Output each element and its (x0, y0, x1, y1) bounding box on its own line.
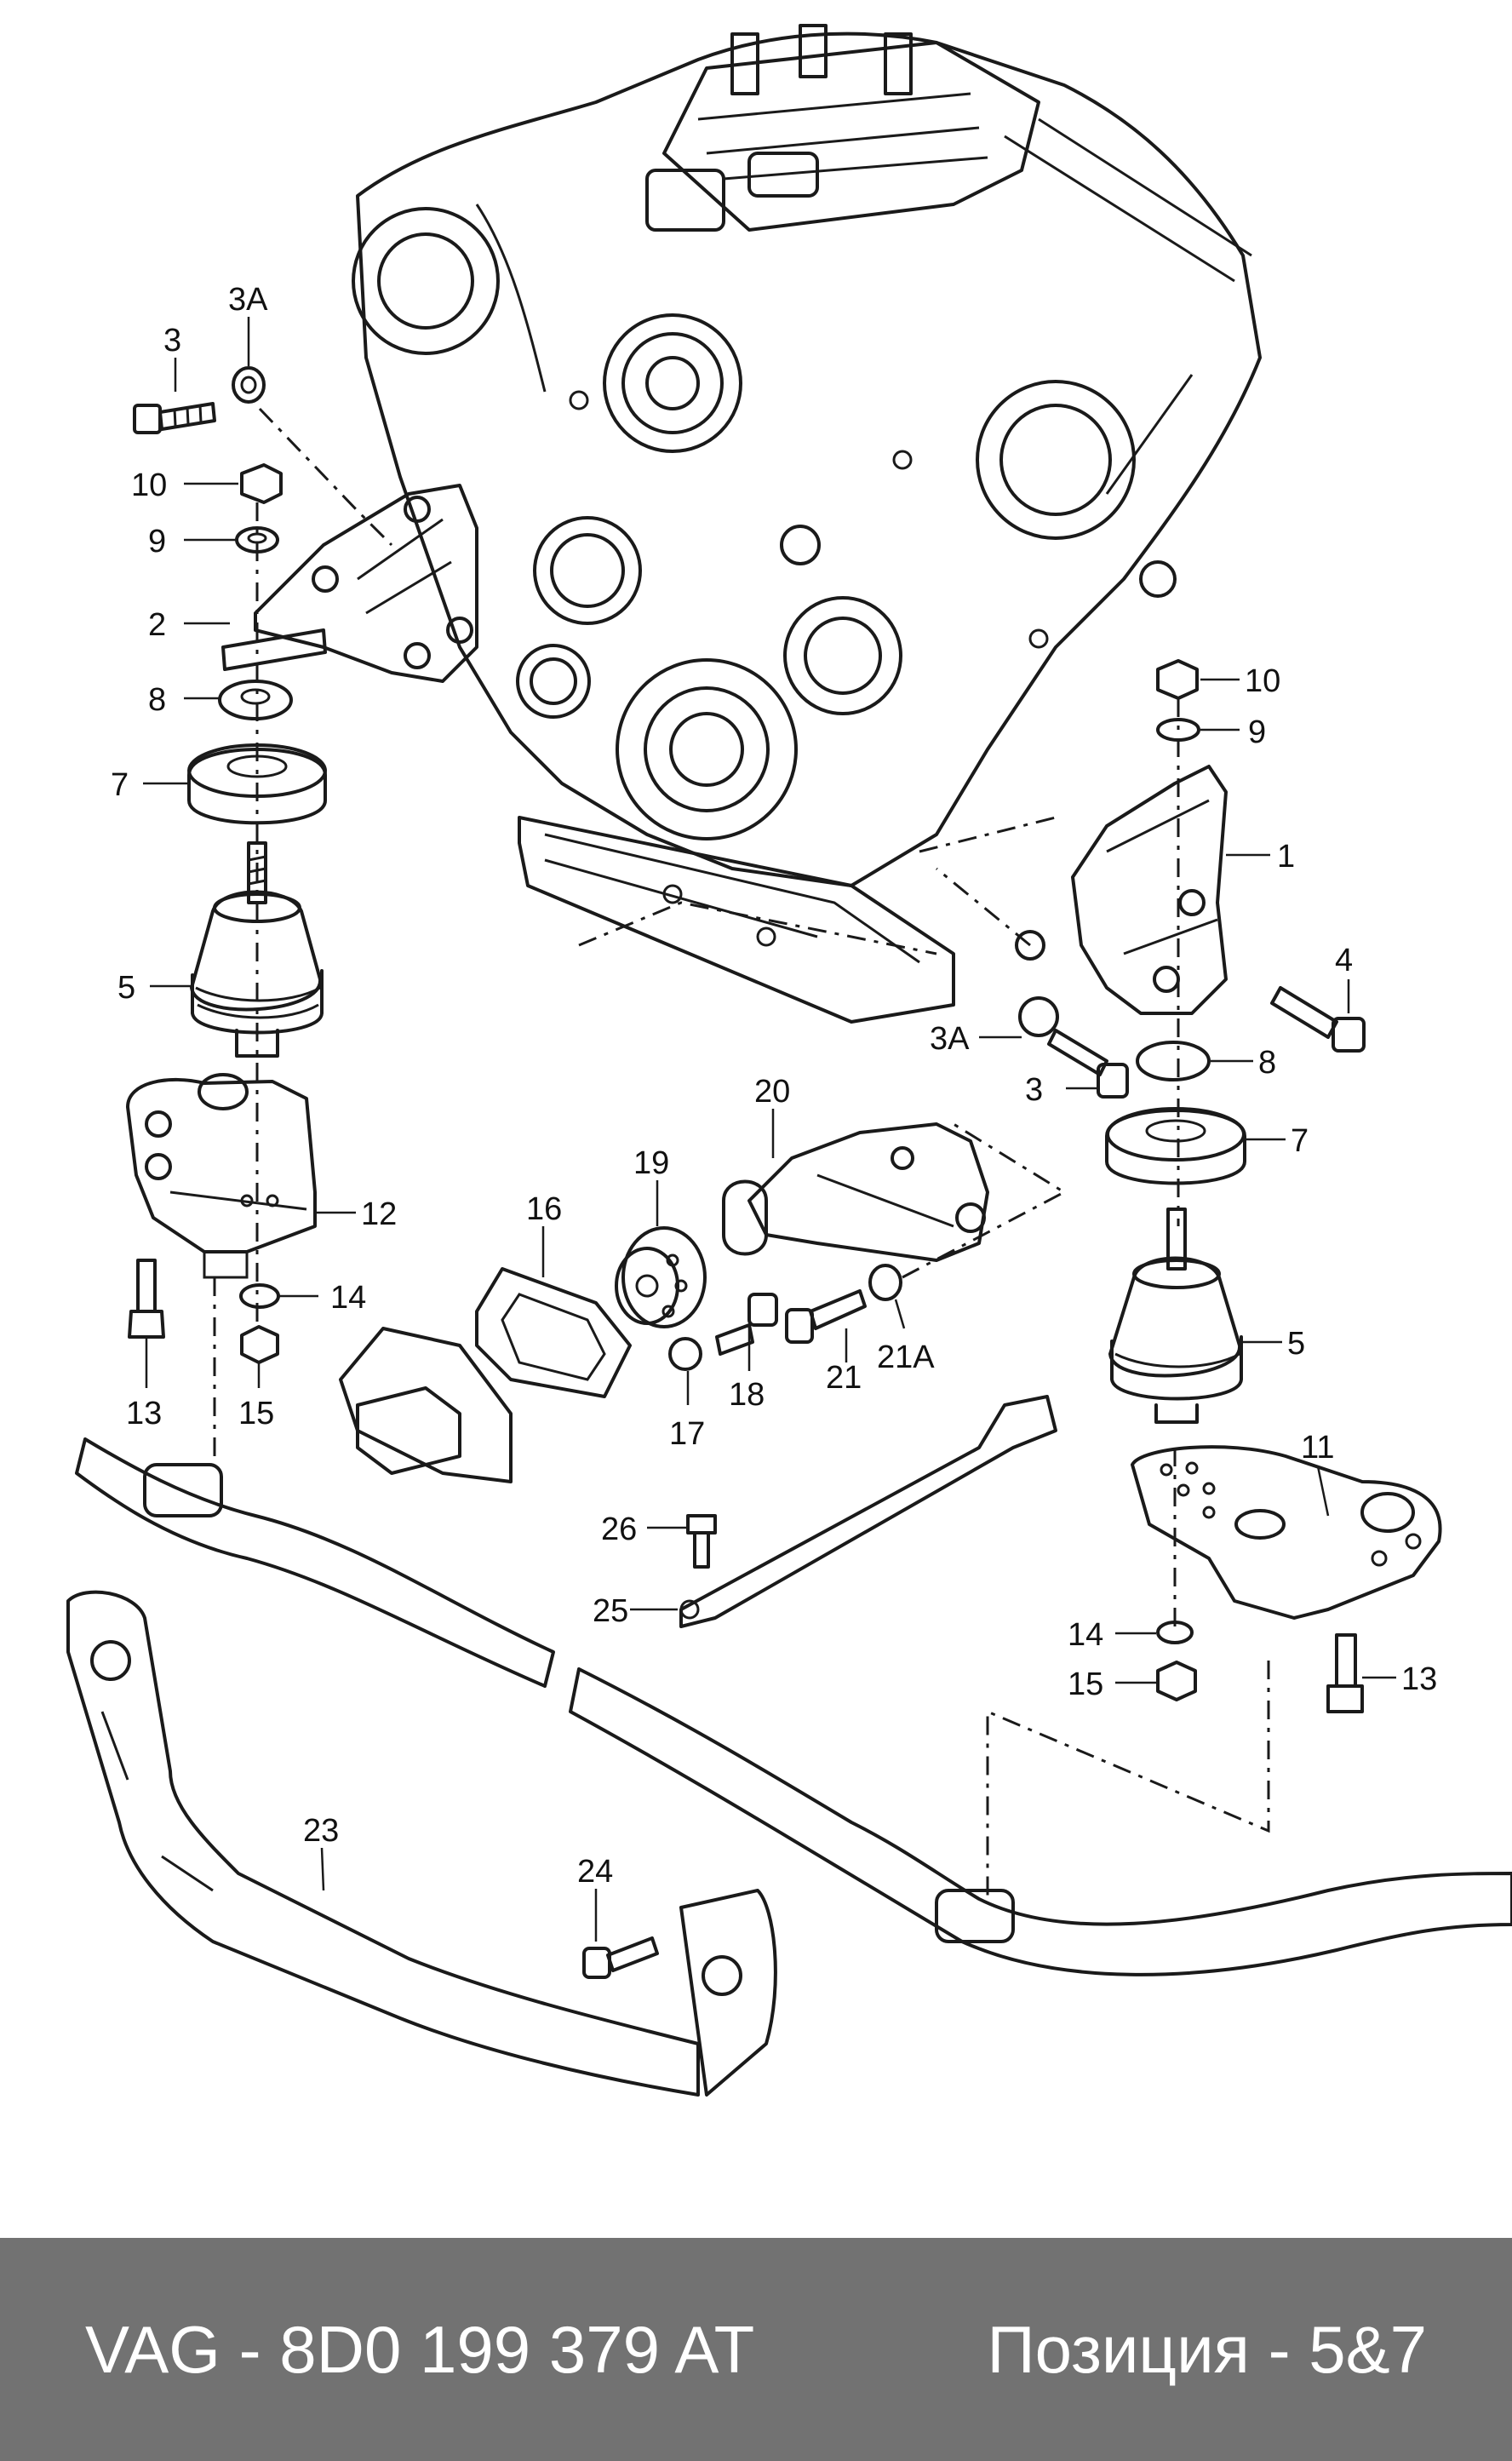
gearbox-mount-20 (722, 1122, 989, 1262)
bolt-3-right (1047, 1029, 1129, 1099)
leader-lines (143, 317, 1396, 1942)
bracket-1 (1015, 765, 1228, 1015)
bolt-21 (785, 1289, 867, 1344)
label-26: 26 (601, 1512, 637, 1547)
label-3a-right: 3A (930, 1021, 970, 1057)
label-11: 11 (1301, 1430, 1334, 1466)
label-17: 17 (669, 1416, 705, 1452)
label-23: 23 (303, 1813, 339, 1849)
holder-16 (339, 1267, 632, 1483)
label-14-left: 14 (330, 1280, 366, 1316)
footer-banner: VAG - 8D0 199 379 AT Позиция - 5&7 (0, 2238, 1512, 2461)
nut-10-right (1156, 659, 1199, 700)
bush-19 (615, 1226, 707, 1328)
stabilizer-and-subframe (66, 1437, 1512, 2097)
label-20: 20 (754, 1074, 790, 1110)
label-12: 12 (361, 1196, 397, 1232)
strut-25 (679, 1395, 1057, 1628)
label-5-left: 5 (117, 970, 135, 1006)
washer-8-left (218, 680, 293, 720)
bracket-2 (221, 484, 478, 683)
label-9-left: 9 (148, 524, 166, 559)
engine-mount-exploded-diagram: 3 3A 10 9 2 8 7 5 12 14 13 15 16 19 20 1… (66, 24, 1512, 2097)
label-7-right: 7 (1291, 1123, 1309, 1159)
label-19: 19 (633, 1145, 669, 1181)
part-number: VAG - 8D0 199 379 AT (85, 2312, 755, 2387)
bolt-18 (715, 1293, 778, 1356)
position-label: Позиция - 5&7 (987, 2312, 1427, 2387)
label-8-right: 8 (1258, 1045, 1276, 1081)
label-3-left: 3 (163, 323, 181, 359)
bolt-26 (686, 1514, 717, 1569)
bolt-13-left (128, 1259, 165, 1339)
bolt-3-left (133, 402, 216, 434)
label-8-left: 8 (148, 682, 166, 718)
washer-3a-right (1018, 996, 1059, 1037)
label-5-right: 5 (1287, 1326, 1305, 1362)
engine-block (352, 24, 1262, 1024)
label-7-left: 7 (111, 767, 129, 803)
label-10-right: 10 (1245, 663, 1280, 699)
label-13-right: 13 (1401, 1661, 1437, 1697)
nut-10-left (240, 463, 283, 504)
washer-3a-left (232, 366, 266, 404)
label-21a: 21A (877, 1339, 935, 1375)
label-21: 21 (826, 1360, 862, 1396)
assembly-lines (213, 407, 1270, 1899)
label-3a-left: 3A (228, 282, 268, 318)
bolt-24 (582, 1936, 659, 1979)
label-15-left: 15 (238, 1396, 274, 1431)
label-4: 4 (1335, 943, 1353, 978)
washer-8-right (1136, 1041, 1211, 1081)
label-16: 16 (526, 1191, 562, 1227)
right-mount-stack (1015, 659, 1442, 1713)
engine-mount-5-right (1108, 1208, 1243, 1424)
washer-21a (868, 1264, 902, 1301)
bolt-4 (1270, 986, 1366, 1053)
part-labels: 3 3A 10 9 2 8 7 5 12 14 13 15 16 19 20 1… (111, 282, 1437, 1890)
label-10-left: 10 (131, 468, 167, 503)
washer-17 (668, 1337, 702, 1371)
label-13-left: 13 (126, 1396, 162, 1431)
mount-bracket-11 (1131, 1445, 1442, 1620)
label-3-right: 3 (1025, 1072, 1043, 1108)
damper-7-right (1105, 1107, 1246, 1185)
left-mount-stack (126, 366, 478, 1364)
mount-bracket-12 (126, 1073, 317, 1279)
label-2: 2 (148, 607, 166, 643)
bolt-13-right (1326, 1633, 1364, 1713)
nut-15-right (1156, 1661, 1197, 1701)
label-14-right: 14 (1068, 1617, 1103, 1653)
label-25: 25 (593, 1593, 628, 1629)
label-15-right: 15 (1068, 1666, 1103, 1702)
label-18: 18 (729, 1377, 765, 1413)
washer-14-left (239, 1283, 280, 1309)
label-1: 1 (1277, 839, 1295, 875)
nut-15-left (240, 1325, 279, 1364)
label-9-right: 9 (1248, 714, 1266, 750)
center-parts (339, 1122, 1057, 1628)
label-24: 24 (577, 1854, 613, 1890)
